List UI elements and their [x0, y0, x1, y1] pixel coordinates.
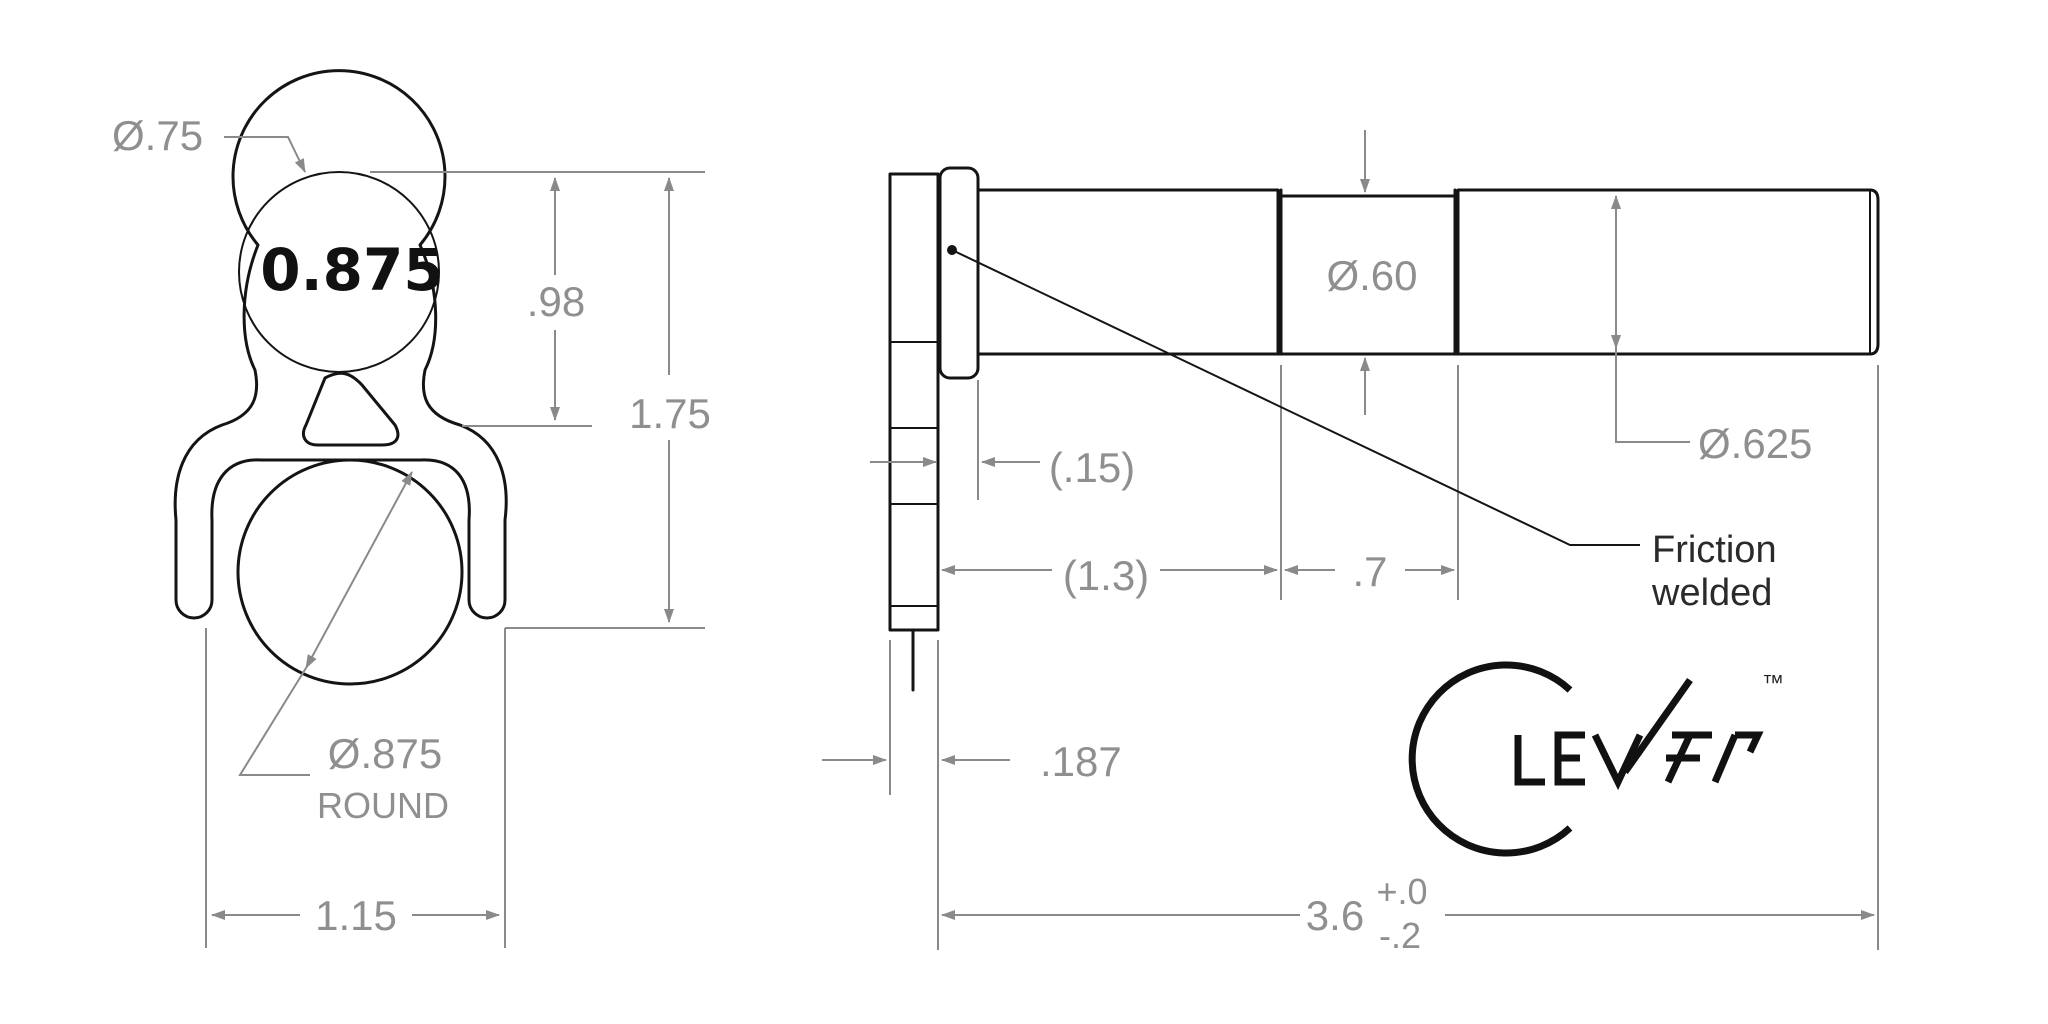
dim-shaft-diameter: Ø.625: [1611, 195, 1812, 467]
weld-note-line1: Friction: [1652, 529, 1777, 571]
collar: [938, 166, 980, 380]
front-outline: [173, 69, 508, 620]
dim-plate-thickness: .187: [822, 738, 1122, 785]
shaft-section-3: [1456, 188, 1880, 356]
dim-round-diameter: Ø.875 ROUND: [238, 471, 449, 826]
round-diameter-label: Ø.875: [328, 730, 442, 777]
collar-offset-label: (.15): [1049, 444, 1135, 491]
clever-logo: ™: [1408, 661, 1784, 857]
weld-note-line2: welded: [1651, 572, 1772, 614]
dim-top-diameter: Ø.75: [112, 112, 306, 173]
stamp-text: 0.875: [260, 236, 443, 304]
dim-collar-offset: (.15): [870, 444, 1135, 491]
overall-height-label: 1.75: [629, 390, 711, 437]
top-diameter-label: Ø.75: [112, 112, 203, 159]
round-section: [236, 458, 464, 686]
first-section-length-label: (1.3): [1063, 552, 1149, 599]
overall-width-label: 1.15: [315, 892, 397, 939]
dim-overall-height: 1.75: [505, 171, 711, 629]
middle-section-length-label: .7: [1352, 548, 1387, 595]
trademark-symbol: ™: [1762, 670, 1784, 695]
overall-length-label: 3.6: [1306, 892, 1364, 939]
weld-note: Friction welded: [947, 245, 1777, 614]
dim-overall-width: 1.15: [205, 628, 506, 948]
round-label: ROUND: [317, 785, 449, 826]
dim-middle-diameter: Ø.60: [1326, 130, 1418, 415]
plate-thickness-label: .187: [1040, 738, 1122, 785]
dim-middle-section-length: .7: [1284, 548, 1455, 595]
tolerance-upper-label: +.0: [1376, 871, 1427, 912]
neck-height-label: .98: [527, 278, 585, 325]
side-view: Ø.60 Ø.625 (.15) (1.3): [822, 130, 1880, 956]
shaft-section-1: [976, 188, 1280, 356]
tolerance-lower-label: -.2: [1379, 915, 1421, 956]
triangle-cutout: [302, 371, 400, 447]
shaft-diameter-label: Ø.625: [1698, 420, 1812, 467]
dim-overall-length: 3.6 +.0 -.2: [941, 871, 1875, 956]
base-plate: [888, 172, 940, 632]
front-view: 0.875 Ø.75 .98 1.75 Ø.875 ROUND: [112, 69, 711, 948]
dim-neck-height: .98: [370, 171, 600, 427]
dim-first-section-length: (1.3): [941, 552, 1278, 599]
middle-diameter-label: Ø.60: [1326, 252, 1417, 299]
